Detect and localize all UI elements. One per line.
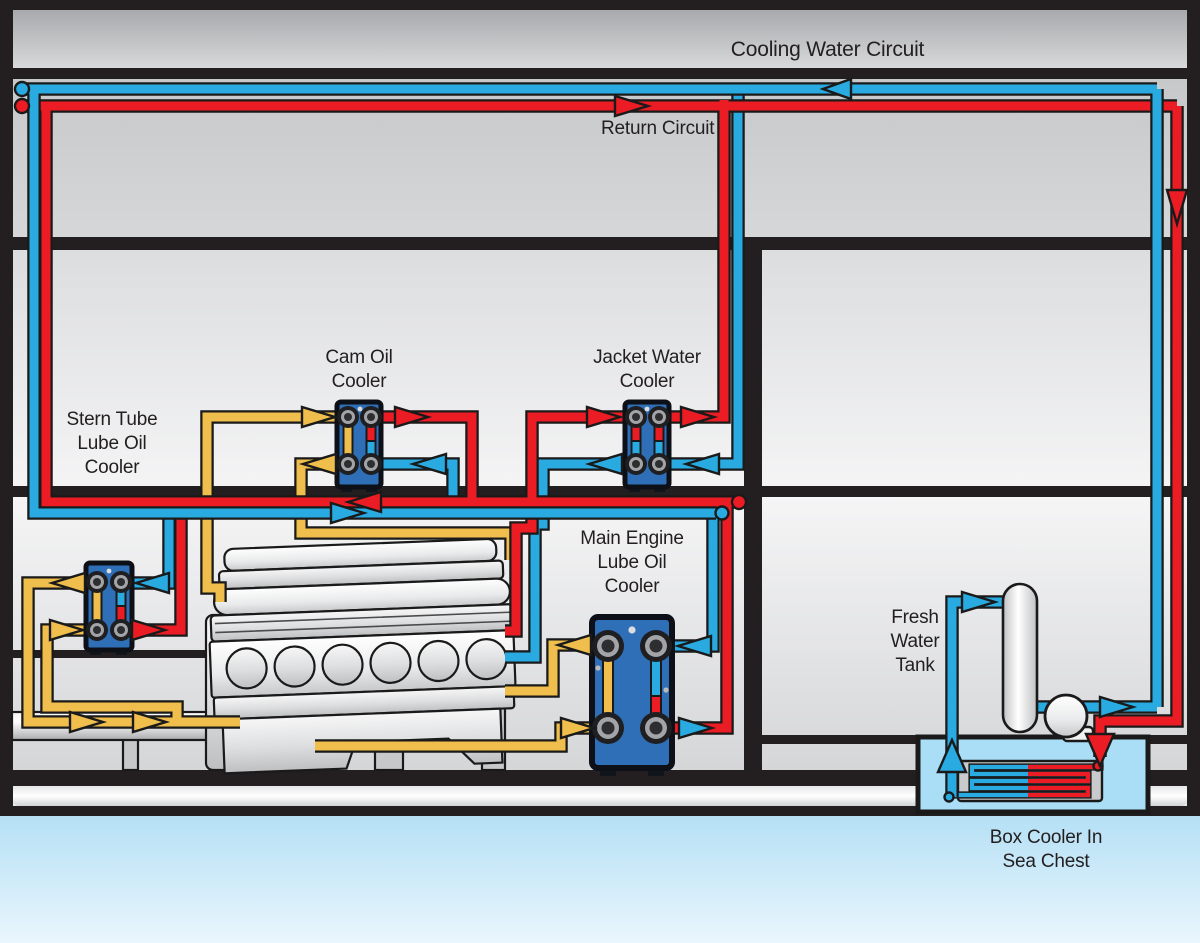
- fresh-water-tank-label: Fresh Water Tank: [890, 607, 940, 676]
- flow-arrow-right-icon: [1098, 695, 1138, 719]
- flow-arrow-left-icon: [553, 633, 593, 657]
- engine-detail-lines: [214, 611, 512, 634]
- crankcase-port: [273, 645, 316, 688]
- flow-arrow-left-icon: [673, 634, 713, 658]
- flow-arrow-left-icon: [584, 452, 624, 476]
- flow-arrow-right-icon: [131, 710, 171, 734]
- pipe-end-caps: [13, 80, 1104, 803]
- cooler-ports: [337, 406, 382, 475]
- hull-bottom-beam: [0, 770, 1200, 786]
- stern-tube-cooler-label: Stern Tube Lube Oil Cooler: [66, 409, 158, 478]
- flow-arrow-right-icon: [613, 94, 653, 118]
- flow-arrow-up-icon: [936, 737, 968, 774]
- crankcase-port: [225, 647, 268, 690]
- cam-oil-cooler-label: Cam Oil Cooler: [325, 347, 393, 392]
- fresh-water-tank: [1001, 582, 1039, 734]
- cooler-ports: [625, 406, 670, 475]
- main-engine: [208, 537, 517, 775]
- flow-arrow-right-icon: [960, 590, 1000, 614]
- circulating-pump: [1043, 693, 1089, 739]
- flow-arrows: [47, 77, 1189, 774]
- cam-oil-cooler-unit: [334, 399, 384, 492]
- flow-arrow-left-icon: [408, 452, 448, 476]
- box-cooler-coil: [952, 757, 1104, 799]
- hull-plate: [0, 806, 1200, 816]
- fresh-water-system: [1001, 582, 1095, 743]
- return-circuit-pipes-hot: [22, 99, 1184, 757]
- tank-floor-right: [1148, 735, 1187, 744]
- deck-beam-upper: [13, 237, 1187, 250]
- bulkhead-wall: [744, 250, 762, 770]
- flow-arrow-right-icon: [679, 405, 719, 429]
- flow-arrow-right-icon: [300, 405, 340, 429]
- title-band: [13, 10, 1187, 68]
- box-cooler-label: Box Cooler In Sea Chest: [989, 827, 1103, 872]
- crankcase-port: [465, 638, 508, 681]
- flow-arrow-right-icon: [130, 618, 170, 642]
- flow-arrow-right-icon: [48, 618, 88, 642]
- flow-arrow-right-icon: [68, 710, 108, 734]
- flow-arrow-left-icon: [131, 571, 171, 595]
- crankcase-port: [321, 643, 364, 686]
- flow-arrow-down-icon: [1084, 732, 1116, 769]
- flow-arrow-left-icon: [819, 77, 853, 101]
- flow-arrow-right-icon: [393, 405, 433, 429]
- flow-arrow-right-icon: [585, 405, 625, 429]
- flow-arrow-left-icon: [681, 452, 721, 476]
- flow-arrow-down-icon: [1165, 188, 1189, 229]
- crankcase-port: [369, 641, 412, 684]
- page-title: Cooling Water Circuit: [690, 38, 965, 62]
- title-text: Cooling Water Circuit: [730, 38, 925, 61]
- flow-arrow-right-icon: [677, 716, 717, 740]
- hull-stripe: [13, 786, 1187, 806]
- main-engine-cooler-label: Main Engine Lube Oil Cooler: [580, 528, 684, 597]
- jacket-water-cooler-unit: [622, 399, 672, 492]
- jacket-water-cooler-label: Jacket Water Cooler: [593, 347, 701, 392]
- return-circuit-label: Return Circuit: [601, 118, 715, 139]
- main-engine-cooler-unit: [589, 614, 675, 776]
- deck-beam-top: [13, 68, 1187, 79]
- machinery: [10, 537, 1151, 815]
- flow-arrow-right-icon: [559, 716, 599, 740]
- deck-beam-lower: [13, 486, 1187, 497]
- sea-water: [0, 816, 1200, 943]
- cooler-ports: [592, 630, 672, 744]
- flow-arrow-right-icon: [329, 501, 369, 525]
- crankcase-port: [417, 639, 460, 683]
- platform-ledge: [13, 650, 218, 658]
- stern-tube-cooler-unit: [83, 560, 135, 655]
- flow-arrow-left-icon: [343, 490, 383, 514]
- flow-arrow-left-icon: [47, 571, 87, 595]
- flow-arrow-left-icon: [298, 452, 338, 476]
- cooler-ports: [86, 571, 132, 641]
- tank-floor-left: [762, 735, 918, 744]
